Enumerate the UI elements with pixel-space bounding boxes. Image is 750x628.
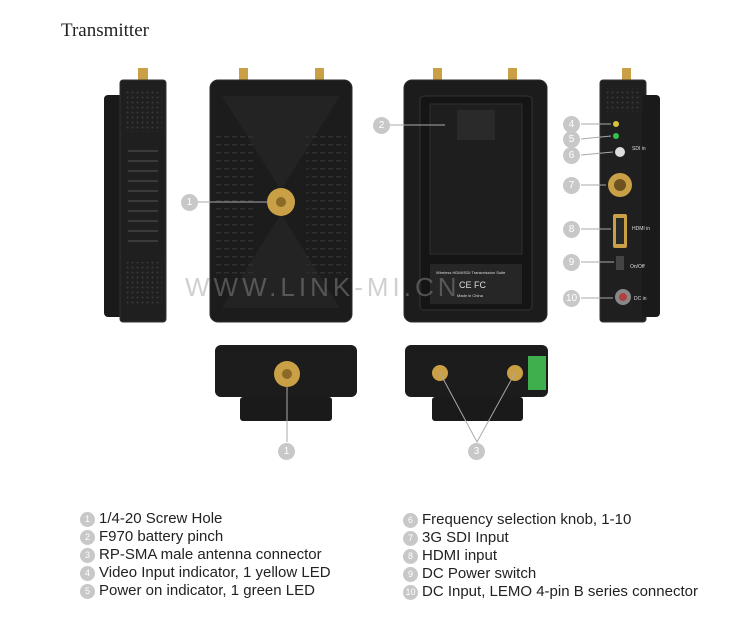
top-view xyxy=(405,345,548,421)
svg-text:DC in: DC in xyxy=(634,296,647,302)
legend-text: F970 battery pinch xyxy=(99,528,224,545)
power-led xyxy=(613,133,619,139)
vent-grille xyxy=(124,262,162,304)
legend-text: Power on indicator, 1 green LED xyxy=(99,582,315,599)
front-view xyxy=(209,68,353,323)
svg-text:CE FC: CE FC xyxy=(459,280,487,290)
vent-grille xyxy=(124,90,162,132)
legend-number: 8 xyxy=(403,548,418,564)
callout-7: 7 xyxy=(563,177,580,194)
back-view: Wireless HDMI/SDI Transmission Suite CE … xyxy=(403,68,548,323)
legend-number: 7 xyxy=(403,530,418,546)
callout-9: 9 xyxy=(563,254,580,271)
antenna-connector xyxy=(622,68,631,80)
legend-number: 4 xyxy=(80,565,95,581)
callout-1-bottom: 1 xyxy=(278,443,295,460)
power-switch xyxy=(616,256,624,270)
legend-number: 10 xyxy=(403,584,418,600)
legend-text: DC Input, LEMO 4-pin B series connector xyxy=(422,583,698,600)
antenna-connector xyxy=(315,68,324,80)
antenna-connector xyxy=(138,68,148,80)
legend-text: 1/4-20 Screw Hole xyxy=(99,510,223,527)
svg-text:On/Off: On/Off xyxy=(630,264,645,270)
legend-number: 6 xyxy=(403,512,418,528)
side-view-left xyxy=(104,68,167,323)
legend-text: 3G SDI Input xyxy=(422,529,509,546)
antenna-connector xyxy=(508,68,517,80)
legend-text: RP-SMA male antenna connector xyxy=(99,546,322,563)
antenna-connector xyxy=(433,68,442,80)
vent-grille xyxy=(604,88,642,112)
antenna-connector xyxy=(239,68,248,80)
callout-3: 3 xyxy=(468,443,485,460)
legend-text: Video Input indicator, 1 yellow LED xyxy=(99,564,331,581)
legend-text: Frequency selection knob, 1-10 xyxy=(422,511,632,528)
watermark: WWW.LINK-MI.CN xyxy=(185,272,461,302)
callout-6: 6 xyxy=(563,147,580,164)
page-title: Transmitter xyxy=(61,20,149,41)
product-label-text: Wireless HDMI/SDI Transmission Suite xyxy=(436,270,506,275)
legend-number: 9 xyxy=(403,566,418,582)
video-led xyxy=(613,121,619,127)
product-label xyxy=(430,264,522,304)
svg-text:HDMI in: HDMI in xyxy=(632,226,650,232)
legend-text: DC Power switch xyxy=(422,565,537,582)
legend-number: 2 xyxy=(80,529,95,545)
side-view-right: SDI in HDMI in On/Off DC in xyxy=(599,68,660,323)
bottom-view xyxy=(215,345,357,421)
callout-10: 10 xyxy=(563,290,580,307)
callout-1: 1 xyxy=(181,194,198,211)
legend-number: 5 xyxy=(80,583,95,599)
callout-8: 8 xyxy=(563,221,580,238)
callout-4: 4 xyxy=(563,116,580,133)
callout-2: 2 xyxy=(373,117,390,134)
callout-5: 5 xyxy=(563,131,580,148)
terminal-block xyxy=(528,356,546,390)
legend-number: 3 xyxy=(80,547,95,563)
frequency-knob xyxy=(615,147,625,157)
svg-text:Made in China: Made in China xyxy=(457,293,484,298)
svg-text:SDI in: SDI in xyxy=(632,146,646,152)
legend-number: 1 xyxy=(80,511,95,527)
legend-text: HDMI input xyxy=(422,547,498,564)
leader-lines xyxy=(198,123,614,444)
